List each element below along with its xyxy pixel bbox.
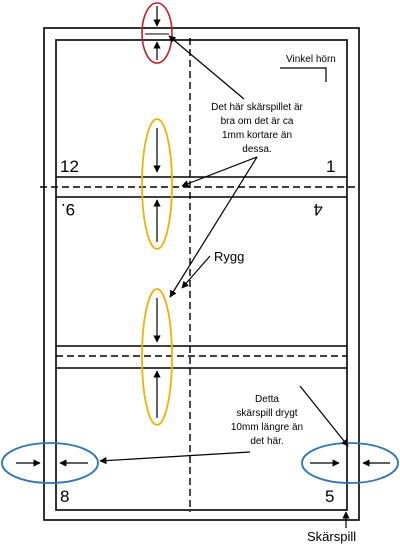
fold-band-top [40,176,358,198]
bleed-label: Skärspill [307,529,356,544]
note-bottom: Detta skärspill drygt 10mm längre än det… [231,394,303,447]
arrow-icon [299,385,349,447]
svg-text:skärspill drygt: skärspill drygt [236,408,297,419]
svg-text:Detta: Detta [255,394,279,405]
note-top: Det här skärspillet är bra om det är ca … [211,102,303,155]
arrow-icon [181,156,258,188]
bleed-marker-blue-left [1,442,99,484]
svg-text:Det här skärspillet är: Det här skärspillet är [211,102,303,113]
arrow-icon [99,451,251,465]
bleed-marker-gold-1 [141,118,173,250]
page-number-bottom-left: 8 [60,487,69,506]
arrow-icon [181,255,211,289]
svg-text:det här.: det här. [250,436,283,447]
page-number-bottom-right: 5 [325,487,334,506]
svg-text:10mm längre än: 10mm längre än [231,422,303,433]
arrow-icon [168,35,245,100]
page-number-upside-left: 9. [61,200,75,219]
bleed-marker-red [141,2,173,64]
bleed-marker-gold-2 [141,288,173,426]
spine-label: Rygg [214,249,244,264]
inner-trim [55,39,348,511]
page-number-upside-right: 4 [313,200,322,219]
corner-label: Vinkel hörn [286,54,336,65]
bleed-marker-blue-right [301,442,399,484]
arrow-icon [169,156,258,298]
svg-text:dessa.: dessa. [242,144,271,155]
svg-text:bra om det är ca: bra om det är ca [221,116,294,127]
page-number-top-left: 12 [60,157,79,176]
page-number-top-right: 1 [326,157,335,176]
fold-band-bottom [56,345,347,369]
outer-sheet [43,27,360,521]
svg-text:1mm kortare än: 1mm kortare än [222,130,292,141]
corner-mark [280,67,327,82]
